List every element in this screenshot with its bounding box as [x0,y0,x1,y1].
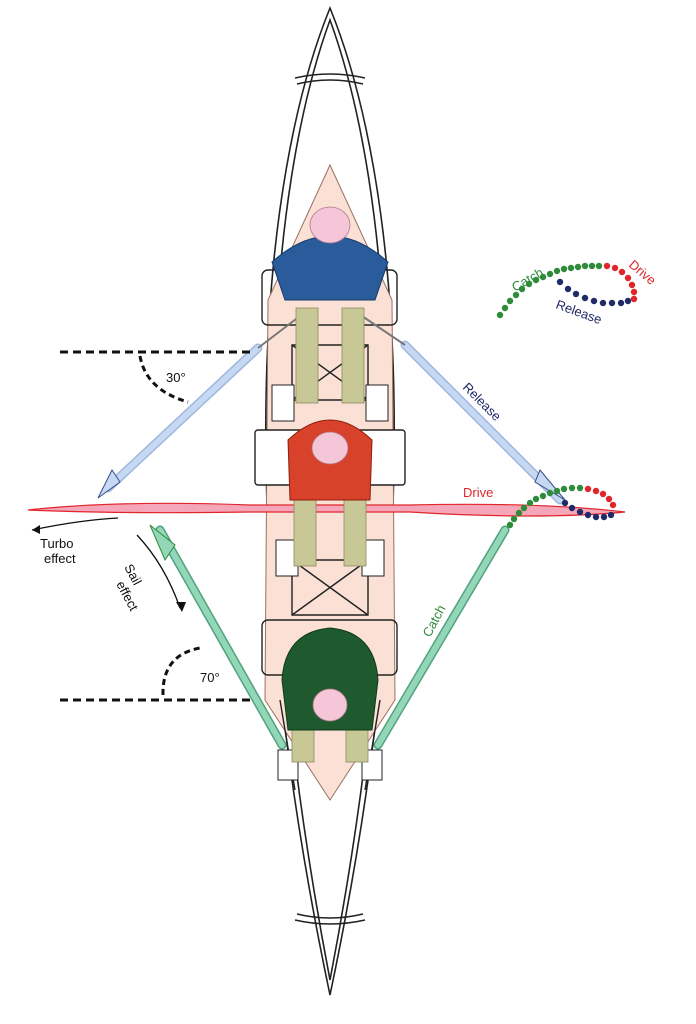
stroke-dot-release [568,504,576,512]
stroke-dot-release [608,299,616,307]
angle-label-top: 30° [166,370,186,385]
stroke-dot-release [607,511,615,519]
stroke-dot-catch [574,263,582,271]
stroke-dot-drive [605,495,613,503]
stroke-dot-release [581,294,589,302]
stroke-dot-catch [506,297,514,305]
angle-marker-bottom [60,646,255,702]
stroke-dot-release [561,499,569,507]
stroke-dot-drive [592,487,600,495]
stroke-dot-catch [595,262,603,270]
stroke-dot-catch [588,262,596,270]
oar-drive-label: Drive [463,485,493,500]
oar-catch [149,524,510,750]
stroke-dot-catch [560,265,568,273]
stroke-dot-catch [501,304,509,312]
stroke-dot-catch [525,280,533,288]
stroke-dot-catch [510,515,518,523]
stroke-dot-catch [506,521,514,529]
stroke-dot-release [564,285,572,293]
stroke-dot-drive [599,490,607,498]
stroke-dot-catch [539,273,547,281]
stroke-dot-release [584,511,592,519]
blade-stroke-path [506,484,617,529]
turbo-effect-label: effect [44,551,76,566]
stroke-dot-catch [546,270,554,278]
stroke-dot-catch [546,489,554,497]
stroke-cycle-legend [496,262,638,319]
stroke-dot-catch [581,262,589,270]
stroke-dot-drive [618,268,626,276]
stroke-dot-catch [526,499,534,507]
angle-label-bottom: 70° [200,670,220,685]
legend-catch-label: Catch [509,265,546,295]
stroke-dot-drive [603,262,611,270]
stroke-dot-release [617,299,625,307]
sail-arrow [136,534,186,612]
stroke-dot-catch [518,285,526,293]
oar-drive [27,502,626,517]
oar-release [97,315,566,505]
stroke-dot-catch [532,495,540,503]
stroke-dot-drive [611,264,619,272]
rower-front [271,206,389,404]
stroke-dot-catch [532,276,540,284]
stroke-dot-release [624,297,632,305]
turbo-label: Turbo [40,536,73,551]
stroke-dot-catch [520,504,528,512]
stroke-dot-release [572,290,580,298]
stroke-dot-release [576,508,584,516]
stroke-dot-catch [515,509,523,517]
stroke-dot-catch [512,291,520,299]
stroke-dot-release [590,297,598,305]
stroke-dot-release [600,513,608,521]
stroke-dot-drive [584,485,592,493]
stroke-dot-catch [496,311,504,319]
stroke-dot-catch [567,264,575,272]
stroke-dot-release [592,513,600,521]
stroke-dot-release [599,299,607,307]
stroke-dot-catch [568,484,576,492]
stroke-dot-catch [560,485,568,493]
stroke-dot-drive [624,274,632,282]
footrests [271,384,389,781]
stroke-dot-catch [553,487,561,495]
stroke-dot-release [556,278,564,286]
stroke-dot-drive [630,295,638,303]
rower-back [281,627,379,763]
stroke-dot-drive [628,281,636,289]
stroke-dot-drive [609,501,617,509]
stroke-dot-catch [553,267,561,275]
turbo-arrow [31,517,119,534]
stroke-dot-catch [576,484,584,492]
stroke-dot-drive [630,288,638,296]
stroke-dot-catch [539,492,547,500]
angle-marker-top [60,350,255,404]
rower-middle [287,419,373,567]
